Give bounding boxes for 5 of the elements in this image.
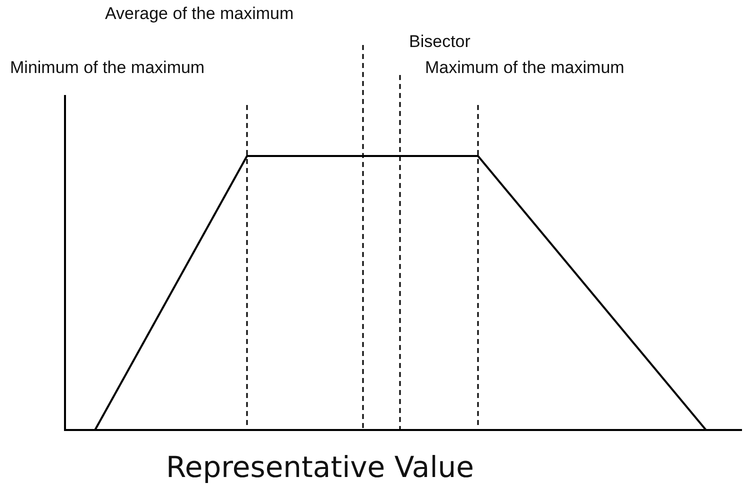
- axis-caption: Representative Value: [165, 450, 475, 484]
- method-label: Maximum of the maximum: [425, 58, 624, 78]
- method-label: Bisector: [409, 32, 470, 52]
- method-label: Average of the maximum: [105, 4, 294, 24]
- method-label: Minimum of the maximum: [10, 58, 205, 78]
